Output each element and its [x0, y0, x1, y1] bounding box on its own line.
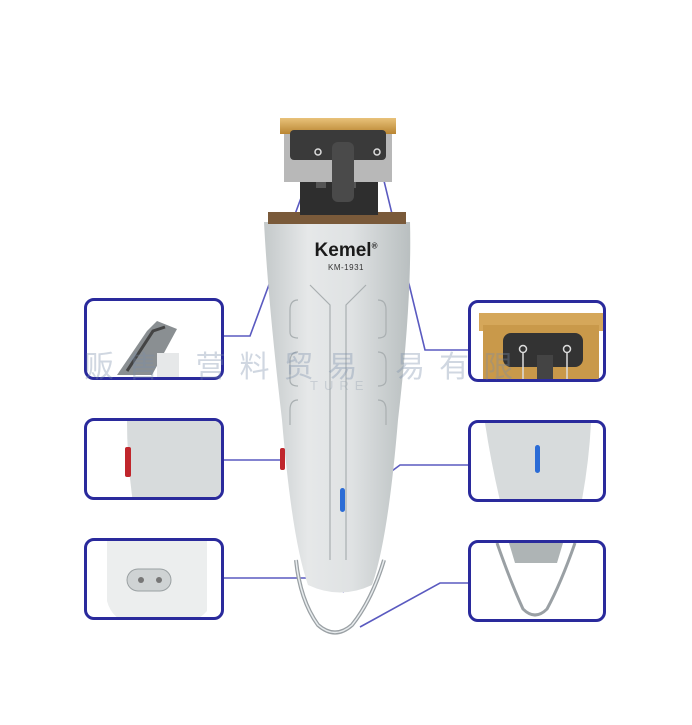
callout-blue-indicator-light: [468, 420, 606, 502]
power-switch-icon: [125, 421, 221, 497]
callout-t-blade-closeup: [468, 300, 606, 382]
indicator-light-icon: [485, 423, 591, 499]
brand-logo: Kemel®: [0, 240, 692, 262]
blade-side-icon: [117, 321, 179, 377]
callout-blade-side-view: [84, 298, 224, 380]
model-label: KM-1931: [328, 263, 364, 272]
callout-charging-port: [84, 538, 224, 620]
callout-metal-stand: [468, 540, 606, 622]
watermark-latin: TURE: [310, 378, 370, 393]
brand-mark: ®: [371, 241, 378, 251]
charging-port-icon: [107, 541, 207, 617]
t-blade-icon: [479, 313, 603, 379]
callout-power-switch: [84, 418, 224, 500]
metal-stand-icon: [495, 543, 577, 617]
watermark-text: 贩售 营料贸易 易有限: [84, 350, 528, 385]
brand-name: Kemel: [314, 240, 372, 261]
